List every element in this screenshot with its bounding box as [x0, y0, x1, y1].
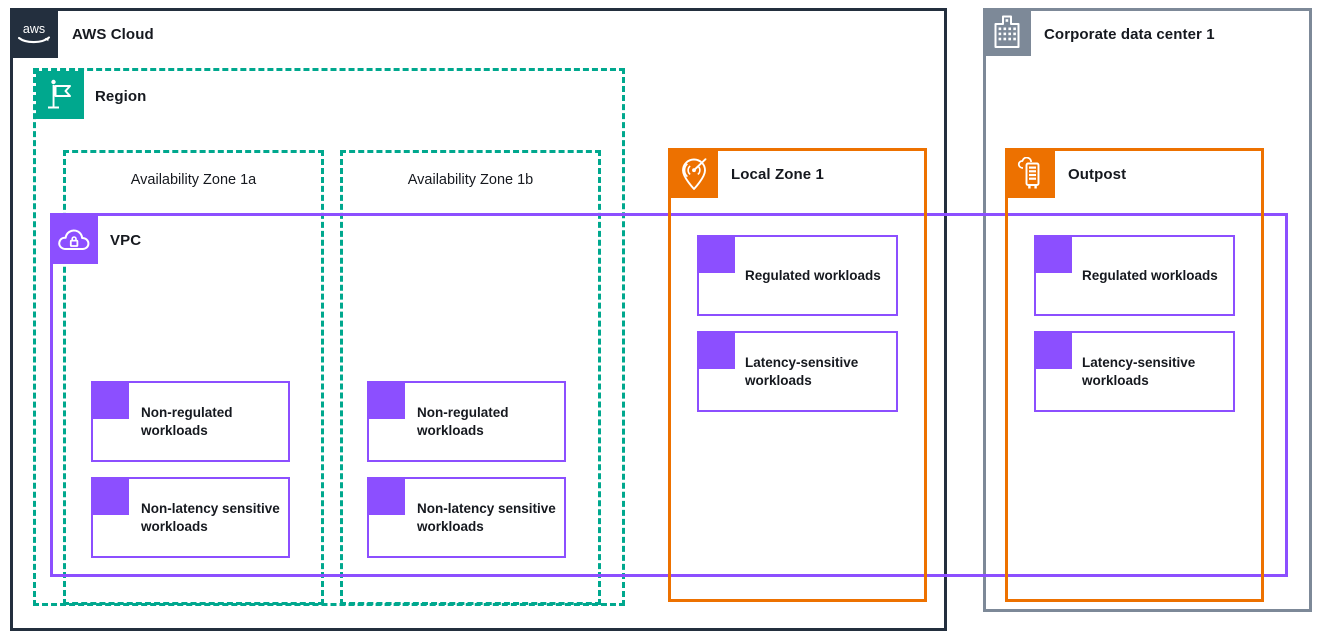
workload-card[interactable]: Non-regulated workloads [91, 381, 290, 462]
local-zone-container [668, 148, 927, 602]
workload-label: Non-regulated workloads [141, 404, 233, 438]
availability-zone-1a-label: Availability Zone 1a [130, 172, 257, 188]
region-container [33, 68, 625, 606]
workload-icon [367, 477, 405, 515]
vpc-label: VPC [110, 232, 142, 249]
workload-label: Latency-sensitive workloads [745, 354, 859, 388]
region-flag-icon [36, 71, 84, 119]
corporate-data-center-label: Corporate data center 1 [1044, 26, 1215, 43]
availability-zone-1a-container [63, 150, 324, 605]
workload-card[interactable]: Non-latency sensitive workloads [91, 477, 290, 558]
region-label: Region [95, 88, 147, 105]
workload-card[interactable]: Latency-sensitive workloads [697, 331, 898, 412]
availability-zone-1b-container [340, 150, 601, 605]
aws-logo-icon: aws [10, 8, 58, 58]
workload-label: Non-regulated workloads [417, 404, 509, 438]
outpost-label: Outpost [1068, 166, 1127, 183]
workload-label: Non-latency sensitive workloads [141, 500, 280, 534]
vpc-cloud-lock-icon [50, 216, 98, 264]
building-icon [983, 8, 1031, 56]
workload-icon [697, 235, 735, 273]
workload-card[interactable]: Non-regulated workloads [367, 381, 566, 462]
workload-icon [1034, 235, 1072, 273]
workload-label: Latency-sensitive workloads [1082, 354, 1196, 388]
workload-label: Regulated workloads [1082, 267, 1218, 283]
outpost-rack-icon [1007, 150, 1055, 198]
workload-card[interactable]: Latency-sensitive workloads [1034, 331, 1235, 412]
workload-icon [91, 477, 129, 515]
workload-card[interactable]: Non-latency sensitive workloads [367, 477, 566, 558]
workload-icon [91, 381, 129, 419]
workload-label: Non-latency sensitive workloads [417, 500, 556, 534]
workload-icon [697, 331, 735, 369]
local-zone-label: Local Zone 1 [731, 166, 824, 183]
workload-card[interactable]: Regulated workloads [1034, 235, 1235, 316]
outpost-container [1005, 148, 1264, 602]
workload-icon [1034, 331, 1072, 369]
workload-icon [367, 381, 405, 419]
workload-label: Regulated workloads [745, 267, 881, 283]
local-zone-pin-icon [670, 150, 718, 198]
aws-cloud-label: AWS Cloud [72, 26, 154, 43]
workload-card[interactable]: Regulated workloads [697, 235, 898, 316]
svg-text:aws: aws [23, 22, 45, 36]
availability-zone-1b-label: Availability Zone 1b [407, 172, 534, 188]
